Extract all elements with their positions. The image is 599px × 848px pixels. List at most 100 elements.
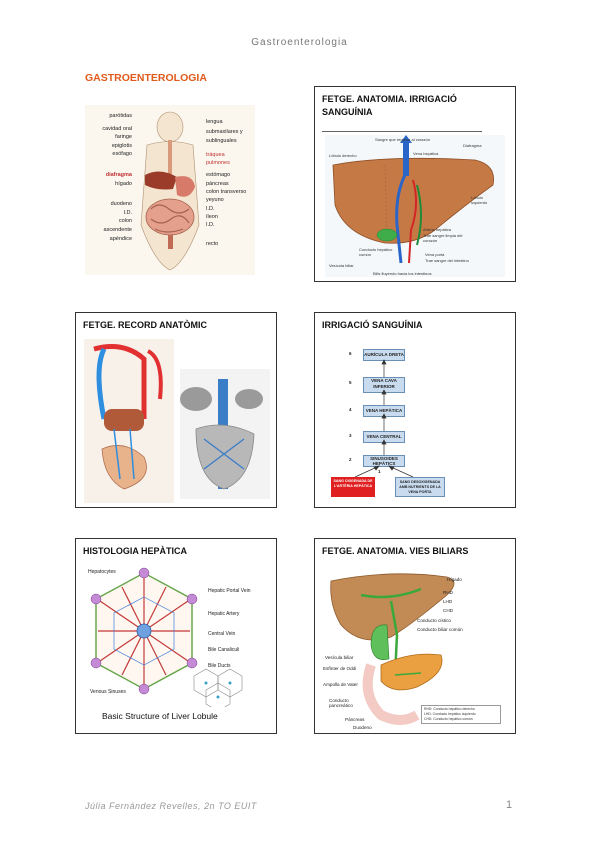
flow-step-3: 3 VENA CENTRAL [349, 431, 479, 443]
footer-author: Júlia Fernández Revelles, 2n TO EUIT [85, 801, 257, 811]
label-colon: colon [118, 218, 132, 225]
label-vena-hepatica: Vena hepática [413, 151, 439, 156]
lobule-caption: Basic Structure of Liver Lobule [102, 711, 218, 721]
biliary-figure [330, 573, 455, 725]
label-higado: hígado [115, 180, 132, 187]
label-higado: Hígado [447, 577, 462, 582]
label-central-vein: Central Vein [208, 631, 236, 637]
slide-title: FETGE. RECORD ANATÒMIC [83, 320, 207, 330]
label-id-1: I.D. [123, 209, 132, 216]
label-hepatic-portal-vein: Hepatic Portal Vein [208, 588, 251, 594]
label-chd: CHD [443, 608, 453, 613]
label-recto: recto [206, 240, 219, 247]
label-conducto-cistico: Conducto cístico [417, 618, 451, 623]
slide-histologia: HISTOLOGIA HEPÀTICA Hepatocytes Hepati [75, 538, 277, 734]
label-lhd: LHD [443, 599, 453, 604]
label-conducto-pancreatico: Conducto pancreático [329, 698, 353, 708]
label-submaxilares: submaxilares y [206, 129, 243, 136]
anatomic-figure [84, 339, 270, 503]
label-vesicula-biliar: Vesícula biliar [325, 655, 354, 660]
label-diafragma: Diafragma [463, 143, 482, 148]
label-colon-transverso: colon transverso [206, 189, 247, 196]
label-ileon: íleon [206, 213, 218, 220]
biliary-labels: Hígado RHD LHD CHD Conducto cístico Cond… [315, 539, 515, 733]
label-pulmones: pulmones [206, 160, 230, 167]
label-hepatocytes: Hepatocytes [88, 569, 116, 575]
flow-box-portal: SANG DESOXIGENADA AMB NUTRIENTS DE LA VE… [395, 477, 445, 497]
digestive-labels-right: lengua submaxilares y sublinguales tráqu… [206, 118, 266, 248]
label-pancreas: páncreas [206, 180, 229, 187]
flow-step-1: 1 [378, 469, 381, 474]
flow-box-arterial: SANG OXIGENADA DE L'ARTÈRIA HEPÀTICA [331, 477, 375, 497]
label-trae-sangre-intestino: Trae sangre del intestino [425, 258, 469, 263]
label-esfinter-oddi: Esfínter de Oddi [323, 666, 357, 671]
flow-diagram: 6 AURÍCULA DRETA 5 VENA CAVA INFERIOR 4 … [315, 313, 515, 507]
label-lengua: lengua [206, 119, 223, 125]
step-box: SINUSOIDES HEPÀTICS [363, 455, 405, 467]
label-rhd: RHD [443, 590, 453, 595]
label-yeyuno: yeyuno [206, 197, 224, 204]
label-ampolla-vater: Ampolla de Vater [323, 682, 358, 687]
legend-lhd: LHD: Conducto hepático izquierdo [424, 712, 476, 716]
lobule-mini-hexagons [193, 668, 243, 707]
label-parotidas: parótidas [109, 113, 132, 119]
step-number: 4 [349, 407, 352, 412]
slide-liver-irrigation: FETGE. ANATOMIA. IRRIGACIÓ SANGUÍNIA San… [314, 86, 516, 282]
flow-arrows [354, 359, 414, 478]
flow-step-2: 2 SINUSOIDES HEPÀTICS [349, 455, 479, 467]
label-id-3: I.D. [206, 222, 215, 229]
label-sangre-regresa: Sangre que regresa al corazón [375, 137, 430, 142]
page-number: 1 [506, 799, 513, 811]
title-rule [322, 131, 482, 132]
label-epiglotis: epiglotis [111, 142, 132, 149]
label-estomago: estómago [206, 172, 231, 179]
liver-lobule-figure [90, 567, 198, 695]
label-traquea: tráquea [206, 151, 225, 158]
label-conducto-hepatico: Conducto hepático común [359, 247, 393, 257]
label-pancreas: Páncreas [345, 717, 365, 722]
step-number: 5 [349, 380, 352, 385]
step-number: 3 [349, 433, 352, 438]
label-vesicula-biliar: Vesícula biliar [329, 263, 354, 268]
label-apendice: apéndice [109, 235, 132, 242]
slide-irrigacio-flow: IRRIGACIÓ SANGUÍNIA 6 AURÍCULA DRETA 5 V… [314, 312, 516, 508]
label-faringe: faringe [115, 134, 132, 141]
label-bile-ducts: Bile Ducts [208, 663, 231, 669]
lobule-labels: Hepatocytes Hepatic Portal Vein Hepatic … [76, 539, 276, 733]
label-lobulo-derecho: Lóbulo derecho [329, 153, 357, 158]
slide-vies-biliars: FETGE. ANATOMIA. VIES BILIARS Hígado RHD… [314, 538, 516, 734]
label-ascendente: ascendente [103, 226, 132, 233]
label-sublinguales: sublinguales [206, 137, 237, 144]
label-trae-sangre-limpia: Trae sangre limpia del corazón [423, 233, 463, 243]
label-conducto-biliar-comun: Conducto biliar común [417, 627, 463, 632]
document-title: GASTROENTEROLOGIA [85, 72, 207, 84]
step-number: 2 [349, 457, 352, 462]
slide-title: FETGE. ANATOMIA. VIES BILIARS [322, 546, 469, 556]
slide-title: FETGE. ANATOMIA. IRRIGACIÓ SANGUÍNIA [322, 94, 457, 117]
label-diafragma: diafragma [105, 171, 132, 178]
label-id-2: I.D. [206, 205, 215, 212]
legend-chd: CHD: Conducto hepático común [424, 717, 473, 721]
label-hepatic-artery: Hepatic Artery [208, 611, 240, 617]
label-lobulo-izquierdo: Lóbulo izquierdo [471, 195, 488, 205]
step-number: 6 [349, 351, 352, 356]
slide-title: HISTOLOGIA HEPÀTICA [83, 546, 188, 556]
label-esofago: esófago [112, 151, 132, 158]
label-duodeno: duodeno [110, 201, 132, 208]
label-venous-sinuses: Venous Sinuses [90, 689, 126, 695]
digestive-system-figure [85, 105, 255, 275]
label-bile-canaliculi: Bile Canaliculi [208, 647, 240, 653]
slide-record-anatomic: FETGE. RECORD ANATÒMIC [75, 312, 277, 508]
liver-irrigation-figure [325, 135, 505, 277]
page-header: Gastroenterologia [251, 37, 348, 48]
label-duodeno: Duodeno [353, 725, 372, 730]
label-bilis-fluyendo: Bilis fluyendo hacia los intestinos [373, 271, 432, 276]
slide-title: IRRIGACIÓ SANGUÍNIA [322, 320, 423, 330]
legend-rhd: RHD: Conducto hepático derecho [424, 707, 475, 711]
digestive-labels-left: parótidas cavidad oral faringe epiglotis… [86, 112, 132, 243]
label-arteria-hepatica: Arteria hepática [423, 227, 452, 232]
label-vena-porta: Vena porta [425, 252, 445, 257]
irrigation-labels: Sangre que regresa al corazón Vena hepát… [315, 87, 515, 281]
biliary-legend: RHD: Conducto hepático derecho LHD: Cond… [421, 705, 501, 724]
label-cavidad-oral: cavidad oral [102, 125, 132, 132]
